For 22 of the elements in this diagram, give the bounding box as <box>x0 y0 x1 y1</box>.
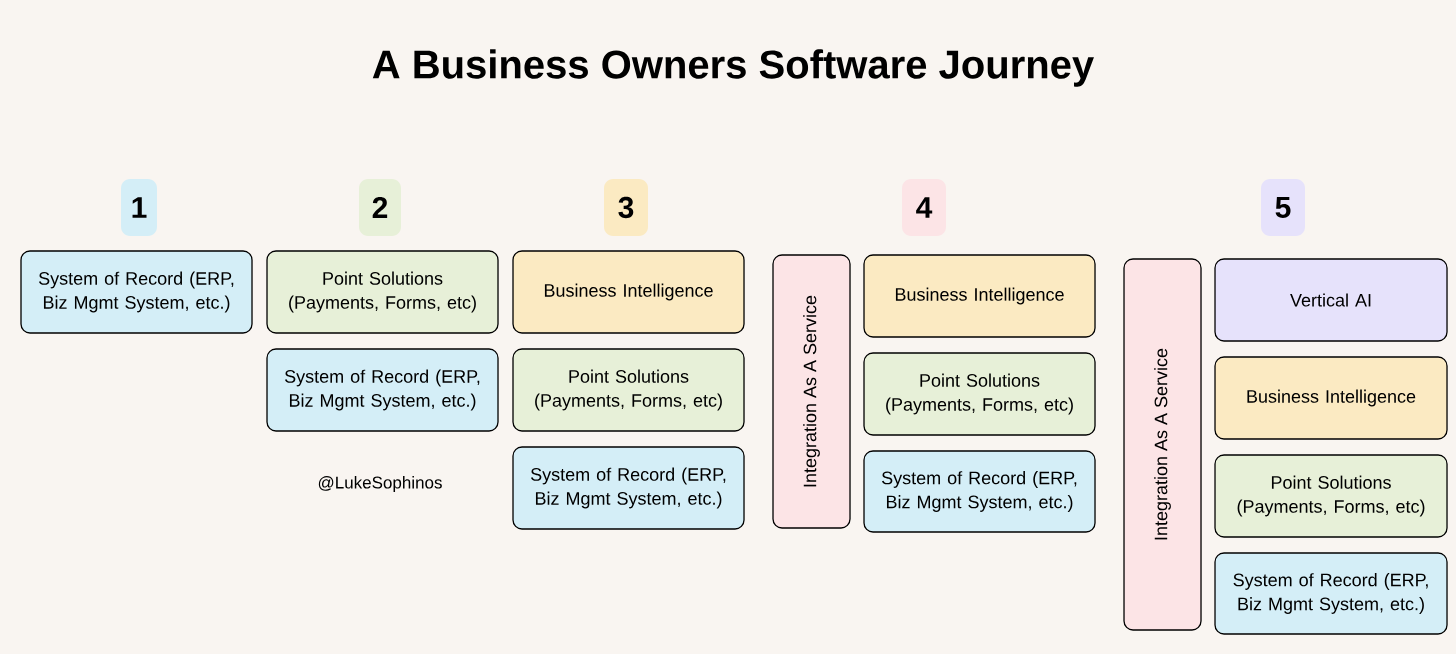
title: A Business Owners Software Journey <box>372 49 1094 87</box>
step-number-badge: 3 <box>604 179 648 236</box>
layer-box: System of Record (ERP, Biz Mgmt System, etc.) <box>863 450 1096 533</box>
integration-bar: Integration As A Service <box>772 254 851 529</box>
layer-box: Point Solutions (Payments, Forms, etc) <box>512 348 745 432</box>
layer-box: System of Record (ERP, Biz Mgmt System, etc.) <box>20 250 253 334</box>
author-handle: @LukeSophinos <box>318 476 442 492</box>
layer-box: Vertical AI <box>1214 258 1448 342</box>
step-number-badge: 2 <box>359 179 401 236</box>
integration-bar: Integration As A Service <box>1123 258 1202 631</box>
layer-box: Business Intelligence <box>512 250 745 334</box>
step-number-badge: 4 <box>902 179 946 236</box>
layer-box: System of Record (ERP, Biz Mgmt System, etc.) <box>266 348 499 432</box>
layer-box: System of Record (ERP, Biz Mgmt System, etc.) <box>1214 552 1448 635</box>
layer-box: System of Record (ERP, Biz Mgmt System, etc.) <box>512 446 745 530</box>
layer-box: Business Intelligence <box>1214 356 1448 440</box>
layer-box: Point Solutions (Payments, Forms, etc) <box>266 250 499 334</box>
layer-box: Business Intelligence <box>863 254 1096 338</box>
layer-box: Point Solutions (Payments, Forms, etc) <box>1214 454 1448 538</box>
step-number-badge: 5 <box>1261 179 1305 236</box>
step-number-badge: 1 <box>121 179 157 236</box>
layer-box: Point Solutions (Payments, Forms, etc) <box>863 352 1096 436</box>
